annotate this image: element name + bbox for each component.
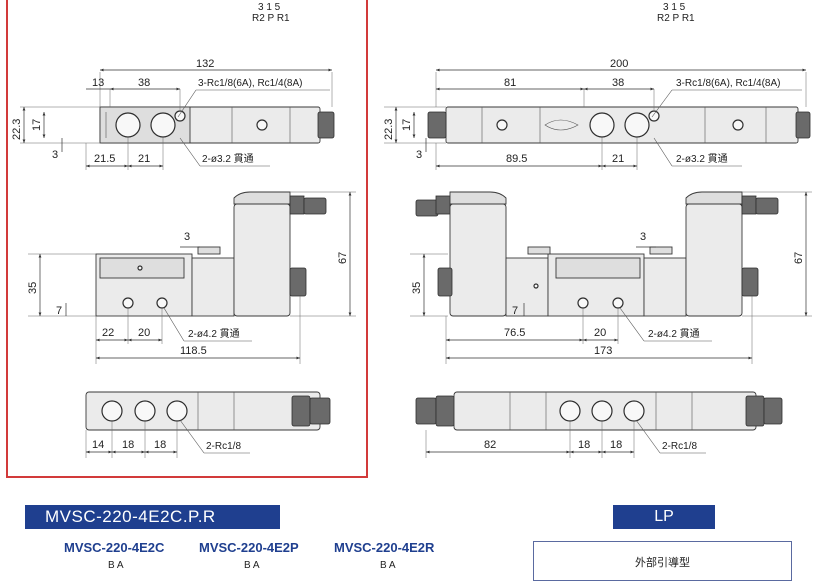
right-top-dim-21: 21 (612, 153, 624, 165)
variant-r-label: MVSC-220-4E2R (334, 540, 435, 555)
right-front-dim-20: 20 (594, 327, 606, 339)
right-port-numbers: 3 1 5 (663, 2, 686, 13)
right-port-letters: R2 P R1 (657, 13, 695, 24)
left-bottom-dim-18b: 18 (154, 439, 166, 451)
right-front-height-35: 35 (411, 282, 423, 294)
right-bottom-port-note: 2-Rc1/8 (662, 441, 697, 452)
right-top-view (427, 106, 811, 144)
right-front-dim-76-5: 76.5 (504, 327, 525, 339)
variant-p-label: MVSC-220-4E2P (199, 540, 299, 555)
left-front-dim-7: 7 (56, 305, 62, 317)
left-front-height-35: 35 (27, 282, 39, 294)
right-bottom-dim-18b: 18 (610, 439, 622, 451)
right-top-dim-81: 81 (504, 77, 516, 89)
variant-p-ports: B A (244, 560, 260, 571)
left-top-dim-3: 3 (52, 149, 58, 161)
lp-banner: LP (613, 505, 715, 529)
right-bottom-dim-82: 82 (484, 439, 496, 451)
variant-c-label: MVSC-220-4E2C (64, 540, 165, 555)
left-top-dim-13: 13 (92, 77, 104, 89)
left-top-dim-21: 21 (138, 153, 150, 165)
right-front-dim-3: 3 (640, 231, 646, 243)
right-front-hole-note: 2-ø4.2 貫通 (648, 328, 700, 340)
right-bottom-dim-18a: 18 (578, 439, 590, 451)
left-front-overall-width: 118.5 (180, 345, 207, 357)
right-top-dim-3: 3 (416, 149, 422, 161)
right-front-dim-7: 7 (512, 305, 518, 317)
left-bottom-dim-14: 14 (92, 439, 104, 451)
left-top-thread-note: 3-Rc1/8(6A), Rc1/4(8A) (198, 78, 302, 89)
variant-r-ports: B A (380, 560, 396, 571)
left-top-height-22-3: 22.3 (11, 119, 23, 140)
right-top-dim-89-5: 89.5 (506, 153, 527, 165)
right-top-height-22-3: 22.3 (383, 119, 395, 140)
right-top-hole-note: 2-ø3.2 貫通 (676, 153, 728, 165)
left-bottom-dim-18a: 18 (122, 439, 134, 451)
left-bottom-view (85, 391, 331, 431)
left-top-height-17: 17 (31, 119, 43, 131)
variant-c-ports: B A (108, 560, 124, 571)
left-bottom-port-note: 2-Rc1/8 (206, 441, 241, 452)
technical-drawing: 3 1 5 R2 P R1 132 13 38 3-Rc1/8(6A), Rc1… (11, 2, 812, 458)
left-top-dim-21-5: 21.5 (94, 153, 115, 165)
left-front-dim-20: 20 (138, 327, 150, 339)
left-top-hole-note: 2-ø3.2 貫通 (202, 153, 254, 165)
left-top-dim-38: 38 (138, 77, 150, 89)
left-port-letters: R2 P R1 (252, 13, 290, 24)
right-top-dim-38: 38 (612, 77, 624, 89)
right-top-thread-note: 3-Rc1/8(6A), Rc1/4(8A) (676, 78, 780, 89)
left-front-dim-3: 3 (184, 231, 190, 243)
left-top-view (99, 106, 335, 144)
left-front-view (95, 191, 327, 317)
right-bottom-view (415, 391, 783, 431)
left-port-numbers: 3 1 5 (258, 2, 281, 13)
model-banner: MVSC-220-4E2C.P.R (25, 505, 280, 529)
right-top-height-17: 17 (401, 119, 413, 131)
lp-box: 外部引導型 (533, 541, 792, 581)
left-front-height-67: 67 (337, 252, 349, 264)
left-front-hole-note: 2-ø4.2 貫通 (188, 328, 240, 340)
left-front-dim-22: 22 (102, 327, 114, 339)
right-front-view (415, 191, 779, 317)
right-front-overall-width: 173 (594, 345, 612, 357)
left-top-overall-width: 132 (196, 58, 214, 70)
lp-box-title: 外部引導型 (635, 557, 690, 569)
selection-frame (6, 0, 368, 478)
right-top-overall-width: 200 (610, 58, 628, 70)
right-front-height-67: 67 (793, 252, 805, 264)
